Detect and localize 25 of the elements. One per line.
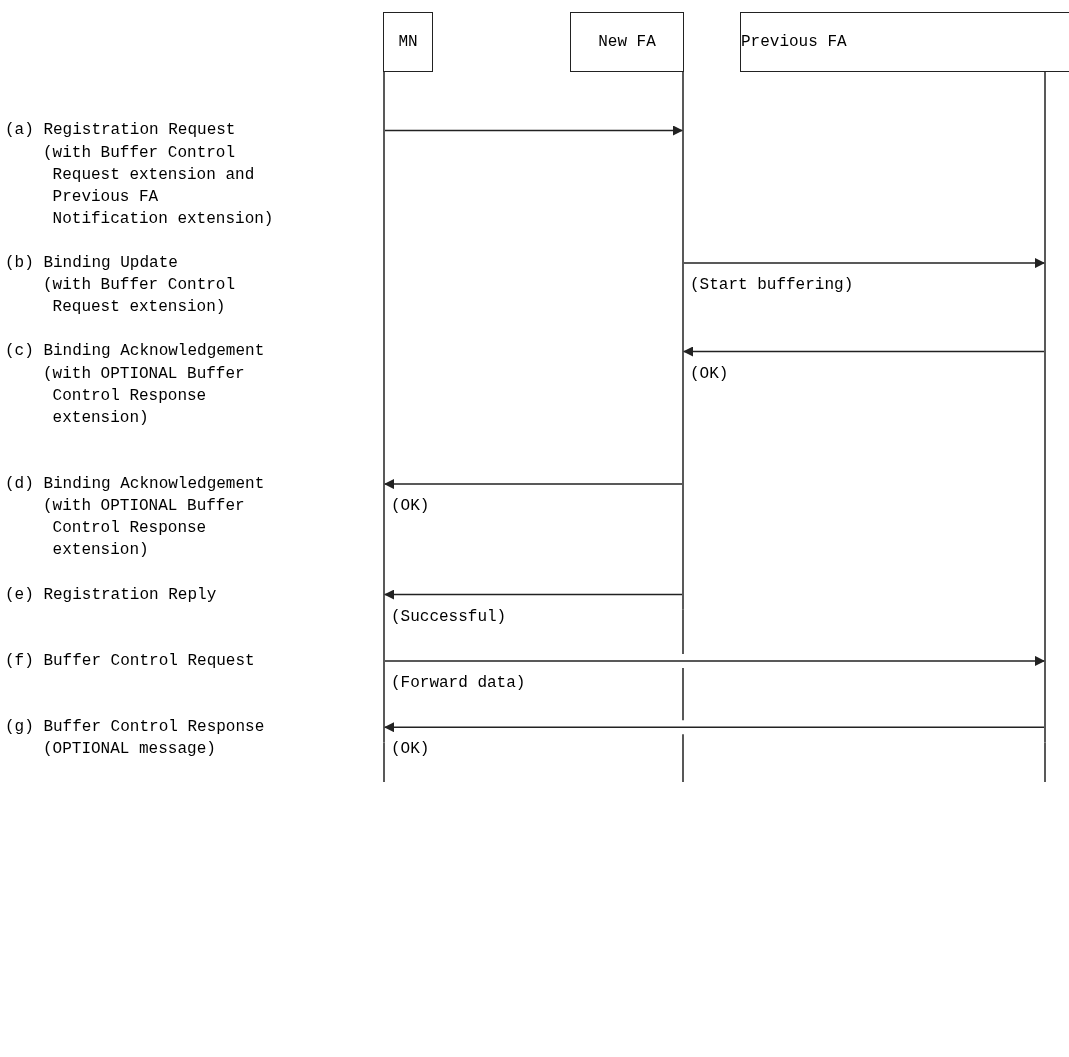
step-note: (OPTIONAL message) bbox=[43, 739, 217, 761]
message-label: (OK) bbox=[690, 363, 729, 384]
message-arrow bbox=[384, 589, 683, 600]
message-arrow bbox=[384, 655, 1045, 666]
message-arrow bbox=[384, 722, 1045, 733]
step-label: (c) Binding Acknowledgement bbox=[5, 341, 265, 363]
message-arrow bbox=[683, 346, 1045, 357]
message-arrow bbox=[683, 258, 1045, 269]
participant-box: MN bbox=[383, 12, 433, 73]
step-note: (with Buffer Control Request extension and Previous FA Notification extension) bbox=[43, 142, 274, 230]
step-label: (a) Registration Request bbox=[5, 120, 236, 142]
message-arrow bbox=[384, 479, 683, 490]
step-note: (with OPTIONAL Buffer Control Response extension) bbox=[43, 496, 246, 562]
message-arrow bbox=[384, 125, 683, 136]
step-label: (b) Binding Update bbox=[5, 253, 178, 275]
step-note: (with OPTIONAL Buffer Control Response extension) bbox=[43, 363, 246, 429]
step-label: (e) Registration Reply bbox=[5, 584, 217, 606]
participant-box: Previous FA bbox=[740, 12, 1069, 73]
message-label: (Forward data) bbox=[391, 673, 526, 693]
step-note: (with Buffer Control Request extension) bbox=[43, 275, 237, 319]
step-label: (f) Buffer Control Request bbox=[5, 650, 255, 672]
participant-box: New FA bbox=[570, 12, 684, 73]
step-label: (g) Buffer Control Response bbox=[5, 717, 265, 739]
step-label: (d) Binding Acknowledgement bbox=[5, 474, 265, 496]
message-label: (Successful) bbox=[391, 606, 507, 627]
